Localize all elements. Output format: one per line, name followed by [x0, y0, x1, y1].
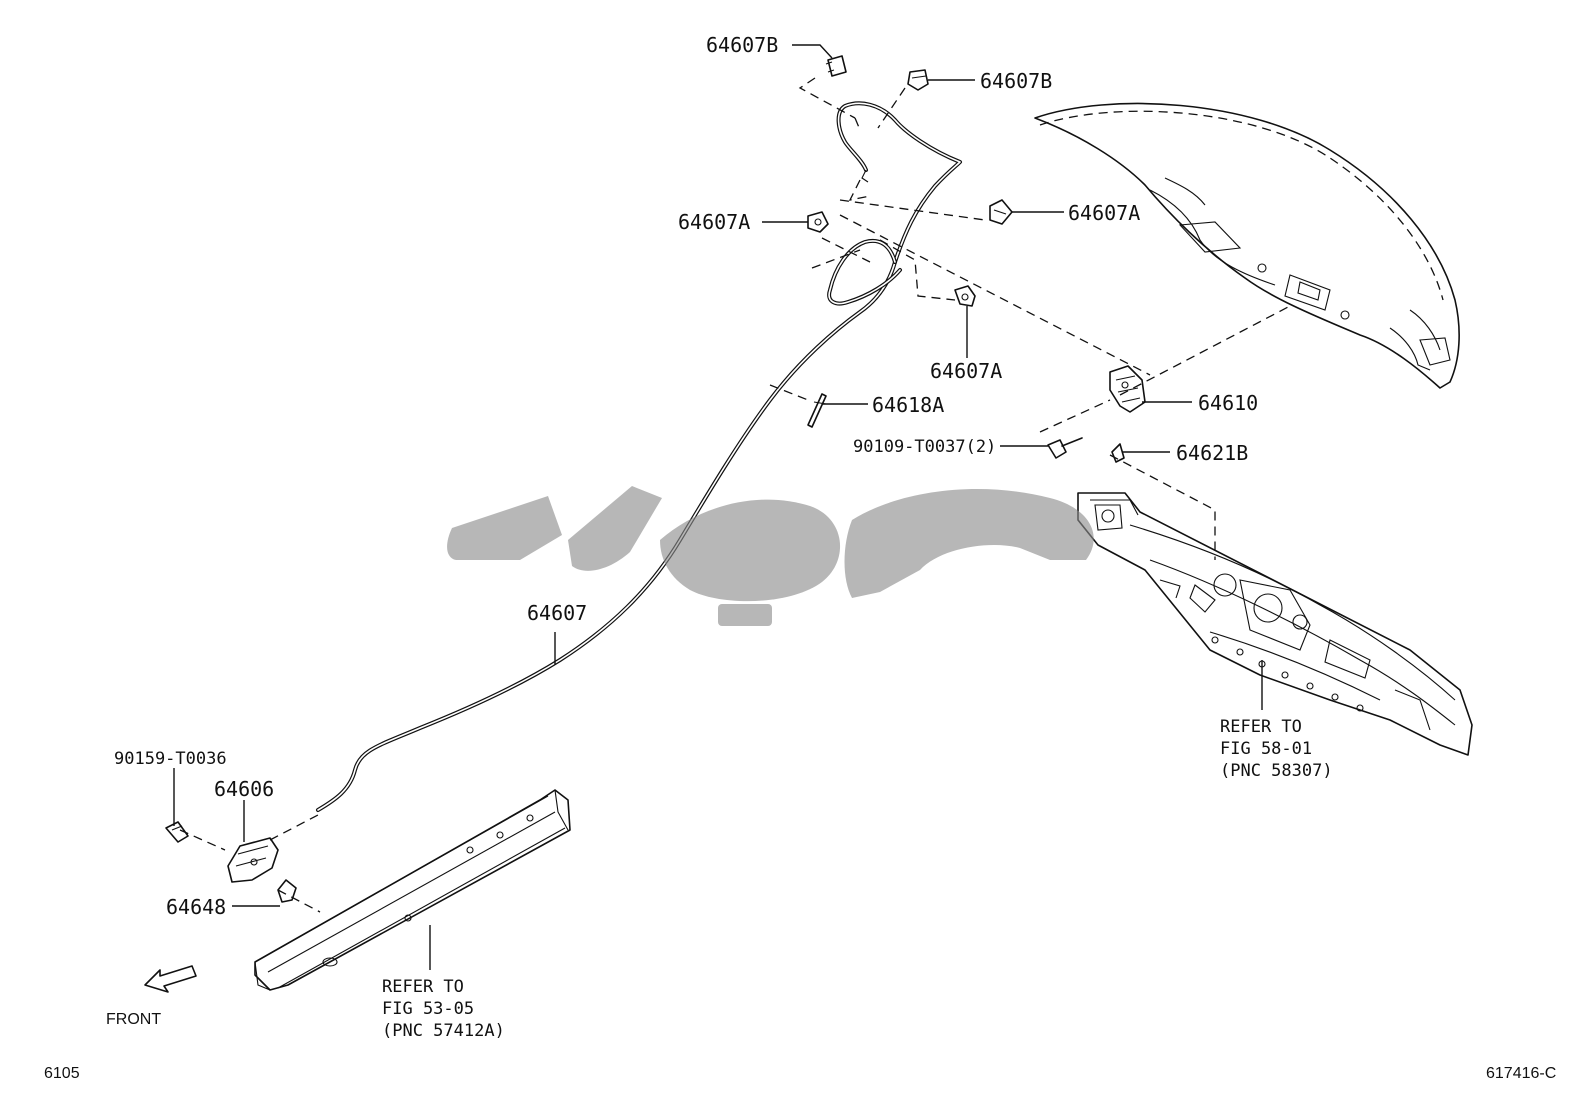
clip-64607B-right: [907, 69, 929, 91]
ref-rear-line-1: REFER TO: [1220, 717, 1302, 737]
callout-64607B-top: 64607B: [706, 33, 778, 57]
assembly-dashes: [179, 77, 1291, 913]
trunk-lid: [1034, 102, 1460, 389]
reference-rear-panel: REFER TO FIG 58-01 (PNC 58307): [1220, 717, 1333, 781]
lock-64610: [1109, 365, 1146, 413]
watermark-logo: [447, 486, 1094, 626]
handle-64606: [227, 837, 279, 883]
rear-body-panel: [1077, 492, 1473, 756]
callout-labels: 64607B 64607B 64607A 64607A 64607A 64618…: [114, 33, 1258, 919]
footer-right-code: 617416-C: [1486, 1065, 1556, 1082]
callout-64621B: 64621B: [1176, 441, 1248, 465]
front-arrow-icon: [144, 965, 197, 993]
clip-64607B-top: [825, 55, 847, 77]
panel-holes: [1211, 636, 1364, 712]
bracket-64621B: [1111, 443, 1125, 463]
ref-rear-line-3: (PNC 58307): [1220, 761, 1333, 781]
clip-64607A-right: [989, 199, 1013, 225]
callout-64607B-right: 64607B: [980, 69, 1052, 93]
bolt-90109: [1047, 437, 1083, 459]
ref-rocker-line-2: FIG 53-05: [382, 999, 474, 1019]
callout-64607A-left: 64607A: [678, 210, 750, 234]
callout-64607A-lower: 64607A: [930, 359, 1002, 383]
ref-rocker-line-1: REFER TO: [382, 977, 464, 997]
release-cable: [316, 101, 962, 812]
callout-64618A: 64618A: [872, 393, 944, 417]
callout-64648: 64648: [166, 895, 226, 919]
footer-left-code: 6105: [44, 1065, 80, 1082]
clamp-64618A: [807, 393, 827, 428]
ref-rear-line-2: FIG 58-01: [1220, 739, 1312, 759]
callout-64606: 64606: [214, 777, 274, 801]
callout-64607A-right: 64607A: [1068, 201, 1140, 225]
clip-64607A-left: [807, 211, 829, 233]
clip-64607A-lower: [954, 285, 976, 307]
ref-rocker-line-3: (PNC 57412A): [382, 1021, 505, 1041]
callout-90109-T0037: 90109-T0037(2): [853, 437, 996, 457]
bolt-90159: [165, 821, 189, 843]
rocker-panel: [254, 789, 571, 991]
front-label: FRONT: [106, 1011, 161, 1028]
clip-64648: [277, 879, 297, 903]
reference-rocker: REFER TO FIG 53-05 (PNC 57412A): [382, 977, 505, 1041]
leader-lines: [173, 44, 1263, 970]
callout-90159-T0036: 90159-T0036: [114, 749, 227, 769]
callout-64610: 64610: [1198, 391, 1258, 415]
callout-64607: 64607: [527, 601, 587, 625]
